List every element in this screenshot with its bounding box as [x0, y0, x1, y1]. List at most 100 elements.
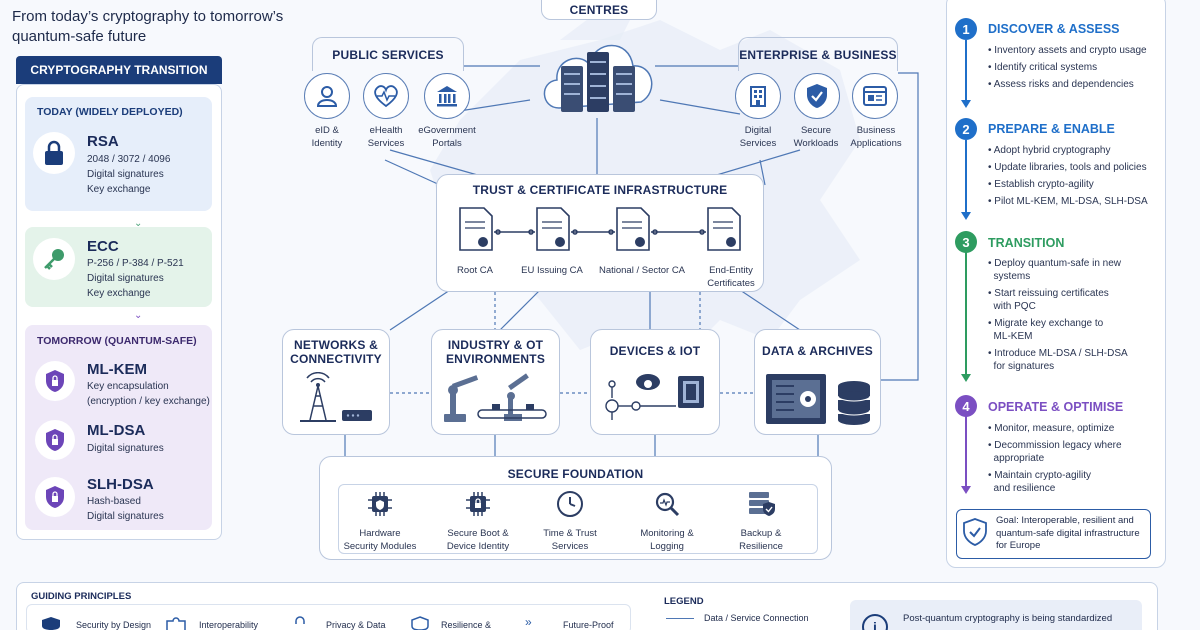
step-4-item: appropriate — [988, 453, 1045, 464]
legend-line-sample — [666, 618, 694, 619]
step-4-item: and resilience — [988, 483, 1056, 494]
step-1-item: • Assess risks and dependencies — [988, 79, 1134, 90]
centres-title: CENTRES — [569, 3, 629, 17]
foundation-item-backup: Backup & Resilience — [711, 490, 811, 553]
legend-title: LEGEND — [664, 596, 704, 607]
application-window-icon — [852, 73, 898, 119]
algo-rsa-name: RSA — [87, 133, 119, 150]
goal-box — [956, 509, 1151, 559]
algo-rsa-details: 2048 / 3072 / 4096 Digital signatures Ke… — [87, 154, 171, 195]
heading-line-2: quantum-safe future — [12, 28, 147, 45]
foundation-inner — [338, 484, 818, 554]
chevrons-icon: » — [525, 615, 532, 629]
step-4-title: OPERATE & OPTIMISE — [988, 400, 1124, 414]
step-3-title: TRANSITION — [988, 236, 1065, 250]
enterprise-item-1: Digital Services — [739, 125, 777, 149]
principles-inner — [26, 604, 631, 630]
step-4-item: • Monitor, measure, optimize — [988, 423, 1115, 434]
step-3-item: • Start reissuing certificates — [988, 288, 1109, 299]
office-building-icon — [735, 73, 781, 119]
magnifier-icon — [655, 492, 680, 517]
steps-arrows — [961, 40, 971, 494]
cloud-server-icon — [537, 30, 659, 118]
transition-title: CRYPTOGRAPHY TRANSITION — [16, 56, 222, 84]
note-box — [850, 600, 1142, 630]
foundation-title: SECURE FOUNDATION — [507, 467, 644, 481]
steps-panel — [946, 0, 1166, 568]
public-services-box: PUBLIC SERVICES — [312, 37, 464, 71]
step-3-item: with PQC — [988, 301, 1036, 312]
tomorrow-label: TOMORROW (QUANTUM-SAFE) — [37, 335, 197, 347]
shield-check-icon — [963, 518, 987, 546]
public-services-item-3: eGovernment Portals — [418, 125, 476, 149]
iot-devices-icon — [605, 374, 704, 420]
chip-lock-icon — [466, 492, 490, 516]
data-title: DATA & ARCHIVES — [762, 344, 873, 358]
trust-item-national-ca: National / Sector CA — [598, 265, 686, 276]
step-3-item: ML-KEM — [988, 331, 1033, 342]
note-text: Post-quantum cryptography is being stand… — [903, 613, 1113, 624]
step-3-item: • Introduce ML-DSA / SLH-DSA — [988, 348, 1128, 359]
algo-ecc-name: ECC — [87, 238, 119, 255]
public-services-item-1: eID & Identity — [311, 125, 343, 149]
puzzle-icon — [166, 617, 186, 630]
lock-icon — [33, 132, 75, 174]
info-icon: i — [862, 614, 888, 630]
principle-security: Security by Design — [76, 620, 152, 630]
foundation-item-monitoring: Monitoring & Logging — [617, 490, 717, 553]
legend-item: Data / Service Connection — [704, 613, 809, 623]
shield-icon — [35, 477, 75, 517]
centres-box: CENTRES — [541, 0, 657, 20]
shield-icon — [411, 616, 429, 630]
today-label: TODAY (WIDELY DEPLOYED) — [37, 106, 183, 118]
step-2-item: • Establish crypto-agility — [988, 179, 1094, 190]
goal-text: Goal: Interoperable, resilient and quant… — [996, 515, 1140, 551]
public-services-item-2: eHealth Services — [367, 125, 405, 149]
algo-ecc-details: P-256 / P-384 / P-521 Digital signatures… — [87, 258, 184, 299]
step-3-item: systems — [988, 271, 1031, 282]
vault-database-icon — [766, 374, 871, 425]
enterprise-item-3: Business Applications — [850, 125, 902, 149]
chevron-down-icon: ⌄ — [134, 218, 143, 229]
key-icon — [33, 238, 75, 280]
step-4-item: • Decommission legacy where — [988, 440, 1122, 451]
government-building-icon — [424, 73, 470, 119]
shield-icon — [42, 617, 60, 630]
chevron-down-icon: ⌄ — [134, 310, 143, 321]
clock-icon — [557, 491, 583, 517]
id-icon — [304, 73, 350, 119]
public-services-title: PUBLIC SERVICES — [332, 48, 444, 62]
shield-check-icon — [794, 73, 840, 119]
devices-title: DEVICES & IOT — [609, 344, 701, 358]
foundation-item-secure-boot: Secure Boot & Device Identity — [428, 490, 528, 553]
step-4-number: 4 — [955, 395, 977, 417]
robot-arm-icon — [444, 373, 547, 422]
shield-icon — [35, 361, 75, 401]
heart-pulse-icon — [363, 73, 409, 119]
algo-mldsa-details: Digital signatures — [87, 443, 164, 454]
principle-interoperability: Interoperability — [199, 620, 259, 630]
enterprise-item-2: Secure Workloads — [793, 125, 839, 149]
certificate-chain — [459, 207, 741, 251]
step-3-item: for signatures — [988, 361, 1055, 372]
trust-item-end-entity: End-Entity Certificates — [707, 265, 755, 289]
algo-mldsa-name: ML-DSA — [87, 422, 146, 439]
trust-item-root-ca: Root CA — [457, 265, 493, 276]
heading-line-1: From today’s cryptography to tomorrow’s — [12, 8, 284, 25]
algo-slhdsa-details: Hash-based Digital signatures — [87, 496, 164, 522]
step-2-number: 2 — [955, 118, 977, 140]
step-1-number: 1 — [955, 18, 977, 40]
principle-future-proof: Future-Proof — [563, 620, 614, 630]
step-1-item: • Identify critical systems — [988, 62, 1098, 73]
networks-title: NETWORKS & CONNECTIVITY — [290, 338, 382, 366]
algo-mlkem-details: Key encapsulation (encryption / key exch… — [87, 381, 210, 407]
step-1-title: DISCOVER & ASSESS — [988, 22, 1120, 36]
page-heading: From today’s cryptography to tomorrow’s … — [12, 7, 283, 47]
step-3-item: • Migrate key exchange to — [988, 318, 1104, 329]
principle-privacy: Privacy & Data — [326, 620, 386, 630]
antenna-router-icon — [300, 372, 372, 422]
principle-resilience: Resilience & — [441, 620, 492, 630]
shield-icon — [35, 420, 75, 460]
trust-title: TRUST & CERTIFICATE INFRASTRUCTURE — [472, 183, 728, 197]
lock-icon — [295, 616, 305, 624]
